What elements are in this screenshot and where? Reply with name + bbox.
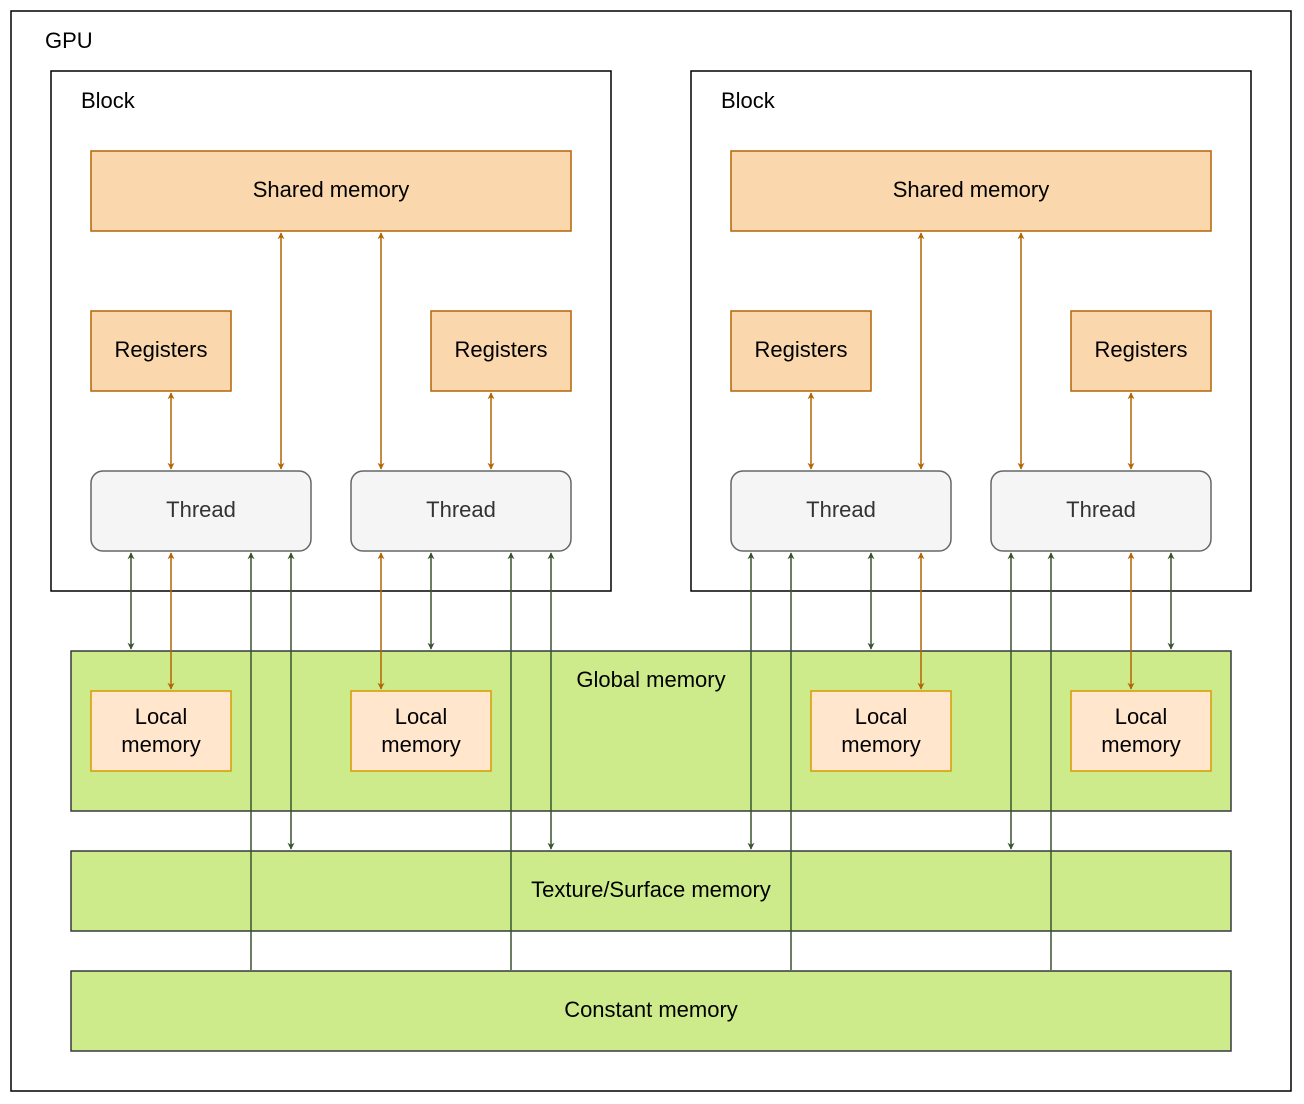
local-memory-3 [810,690,952,772]
thread-4-label: Thread [1066,497,1136,522]
registers-2 [430,310,572,392]
gpu-label: GPU [45,28,93,53]
local-memory-3-line1: Local [855,704,908,729]
local-memory-4 [1070,690,1212,772]
thread-2 [350,470,572,552]
thread-2-label: Thread [426,497,496,522]
local-memory-1 [90,690,232,772]
registers-4 [1070,310,1212,392]
local-memory-4-line2: memory [1101,732,1180,757]
global-memory [70,650,1232,812]
thread-1 [90,470,312,552]
constant-memory [70,970,1232,1052]
registers-3 [730,310,872,392]
global-memory-label: Global memory [576,667,725,692]
registers-4-label: Registers [1095,337,1188,362]
thread-1-label: Thread [166,497,236,522]
shared-memory-2 [730,150,1212,232]
thread-4 [990,470,1212,552]
registers-2-label: Registers [455,337,548,362]
registers-1 [90,310,232,392]
thread-3 [730,470,952,552]
shared-memory-1-label: Shared memory [253,177,410,202]
texture-surface-memory-label: Texture/Surface memory [531,877,771,902]
local-memory-3-line2: memory [841,732,920,757]
registers-1-label: Registers [115,337,208,362]
local-memory-1-line2: memory [121,732,200,757]
thread-3-label: Thread [806,497,876,522]
local-memory-2-line1: Local [395,704,448,729]
texture-surface-memory [70,850,1232,932]
registers-3-label: Registers [755,337,848,362]
local-memory-1-line1: Local [135,704,188,729]
local-memory-2-line2: memory [381,732,460,757]
shared-memory-2-label: Shared memory [893,177,1050,202]
local-memory-4-line1: Local [1115,704,1168,729]
block-1-label: Block [81,88,136,113]
local-memory-2 [350,690,492,772]
shared-memory-1 [90,150,572,232]
block-2-label: Block [721,88,776,113]
constant-memory-label: Constant memory [564,997,738,1022]
